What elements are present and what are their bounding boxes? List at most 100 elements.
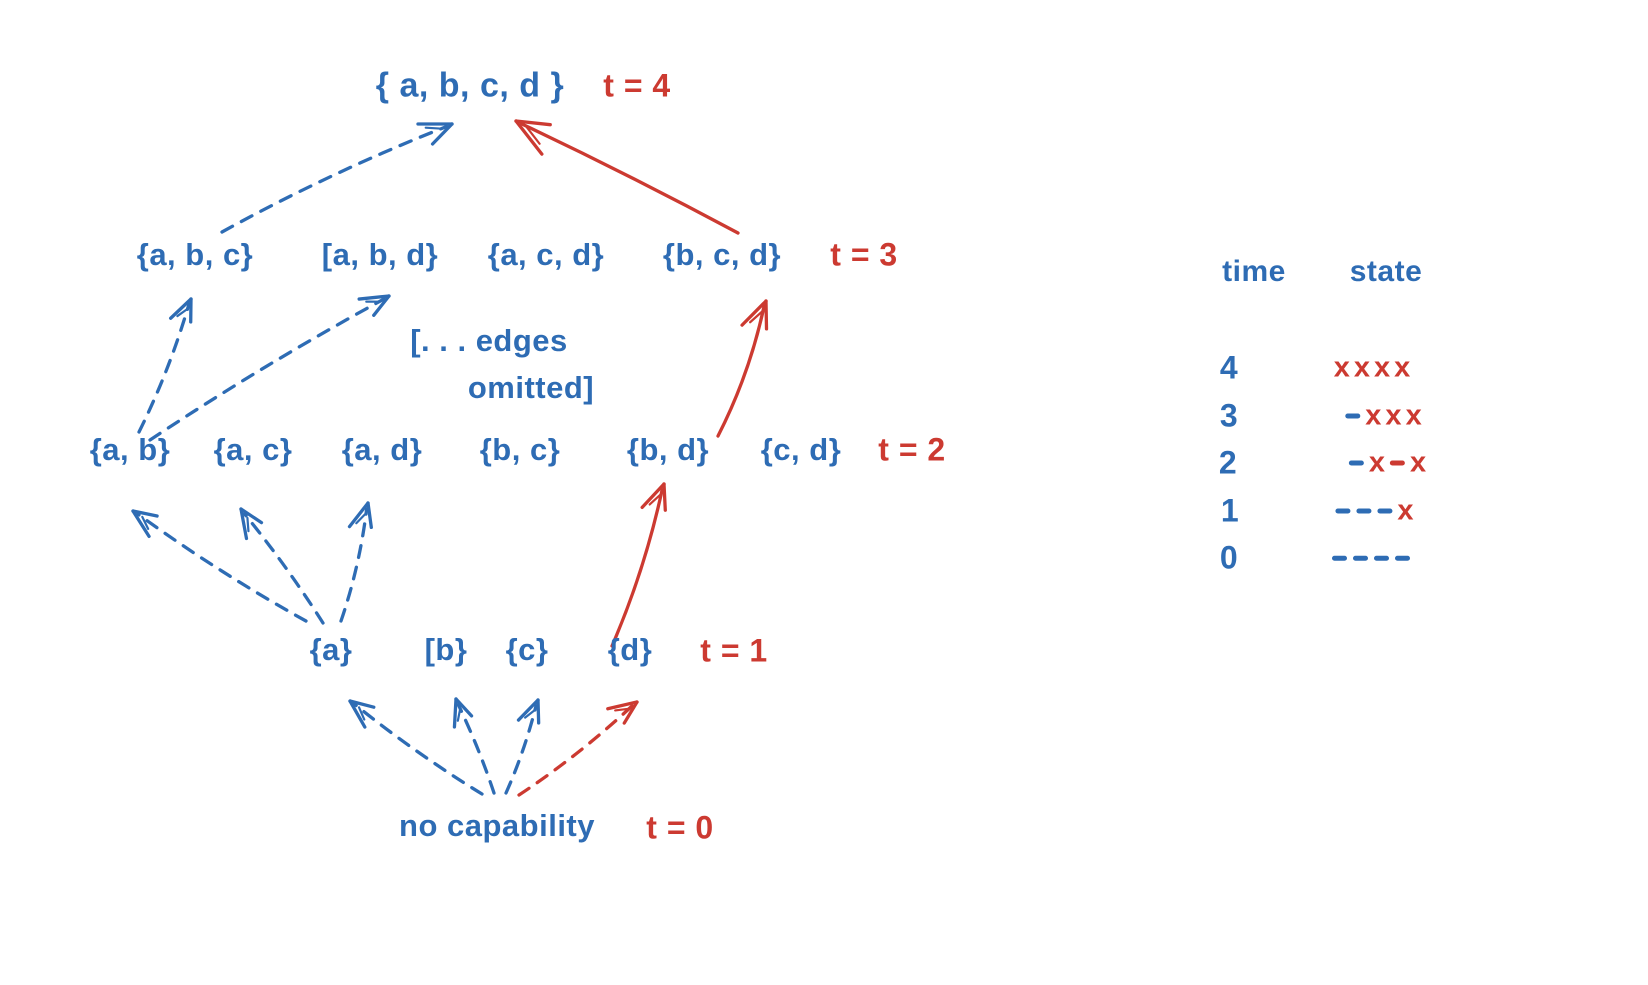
node-abd: [a, b, d} (321, 237, 439, 272)
state-x: x (1405, 399, 1422, 432)
edge-ab-abd (148, 297, 386, 442)
node-bc: {b, c} (479, 432, 561, 467)
edge-bcd-abcd (519, 122, 740, 235)
state-dash (1390, 460, 1405, 466)
edge-none-c-head (516, 698, 540, 722)
edge-d-bd-head-inner (648, 493, 662, 506)
legend-time-0: 0 (1219, 539, 1239, 576)
edge-bd-bcd-head (764, 299, 769, 331)
edge-bd-bcd-head (740, 299, 768, 327)
node-ab: {a, b} (89, 432, 171, 467)
edge-abc-abcd-head-inner (424, 126, 444, 130)
edge-none-b-head (454, 697, 474, 718)
state-x: x (1333, 351, 1350, 384)
node-acd: {a, c, d} (487, 237, 605, 272)
node-t2: t = 2 (878, 431, 946, 468)
edge-d-bd-head (640, 482, 666, 510)
edge-none-c-head (536, 698, 541, 725)
node-t3: t = 3 (830, 236, 898, 273)
node-abc: {a, b, c} (136, 237, 254, 272)
state-x: x (1410, 446, 1427, 479)
edge-a-ad-head (347, 501, 370, 529)
state-x: x (1353, 351, 1370, 384)
node-c: {c} (505, 632, 549, 667)
legend-time-2: 2 (1218, 444, 1238, 481)
node-cd: {c, d} (760, 432, 842, 467)
legend-header-time: time (1222, 255, 1286, 288)
state-dash (1335, 508, 1351, 514)
state-dash (1332, 555, 1347, 561)
edge-none-b (456, 702, 496, 795)
edge-ab-abc (137, 302, 191, 434)
node-t4: t = 4 (603, 67, 671, 104)
node-bd: {b, d} (626, 432, 710, 467)
edge-a-ad (339, 507, 369, 623)
edge-none-d-head-inner (614, 707, 630, 712)
state-x: x (1368, 446, 1385, 479)
legend-time-1: 1 (1220, 492, 1240, 529)
node-t0: t = 0 (646, 809, 714, 846)
state-dash (1377, 508, 1393, 514)
node-a: {a} (309, 632, 353, 667)
edge-a-ad-head-inner (355, 512, 367, 525)
state-x: x (1397, 494, 1414, 527)
legend-time-4: 4 (1219, 349, 1239, 386)
node-note1: [. . . edges (410, 323, 568, 358)
edge-a-ac-head-inner (246, 516, 250, 533)
edge-bd-bcd-head-inner (749, 310, 764, 324)
edge-none-a (353, 702, 484, 796)
node-b: [b} (424, 632, 468, 667)
node-d: {d} (607, 632, 653, 667)
edge-a-ab-head (131, 509, 151, 538)
legend-header-state: state (1349, 255, 1423, 288)
legend-state-t0 (1329, 555, 1413, 561)
edge-a-ac (242, 512, 325, 625)
edge-ab-abd-head (357, 294, 391, 301)
edge-a-ac-head (239, 507, 249, 541)
edge-none-b-head (452, 697, 458, 729)
legend-time-3: 3 (1219, 397, 1239, 434)
state-x: x (1394, 351, 1411, 384)
legend-state-t1: x (1332, 494, 1415, 527)
state-dash (1374, 555, 1389, 561)
edge-none-d-head (606, 700, 639, 711)
edge-none-a-head-inner (357, 706, 366, 721)
edge-abc-abcd (220, 124, 449, 234)
node-abcd: { a, b, c, d } (375, 66, 565, 105)
edge-none-c-head-inner (524, 709, 536, 719)
edge-ab-abc-head (169, 297, 193, 320)
node-none: no capability (399, 808, 595, 843)
state-dash (1395, 555, 1410, 561)
edge-bd-bcd (716, 305, 766, 438)
edge-ab-abd-head (372, 294, 391, 317)
state-dash (1348, 460, 1364, 466)
edge-d-bd-head (662, 482, 667, 512)
state-x: x (1385, 399, 1402, 432)
node-bcd: {b, c, d} (662, 237, 782, 272)
edge-bcd-abcd-head-inner (524, 124, 541, 145)
state-dash (1356, 508, 1372, 514)
edge-a-ac-head (239, 507, 264, 525)
node-ad: {a, d} (341, 432, 423, 467)
state-x: x (1374, 351, 1391, 384)
edge-a-ad-head (366, 501, 373, 530)
state-dash (1353, 555, 1368, 561)
node-t1: t = 1 (700, 632, 768, 669)
edge-a-ab-head (131, 509, 159, 518)
edge-none-a-head (348, 699, 376, 709)
edge-none-a-head (348, 699, 367, 729)
edge-none-b-head-inner (456, 708, 462, 722)
state-dash (1345, 413, 1361, 419)
edge-bcd-abcd-head (514, 119, 552, 127)
node-note2: omitted] (467, 370, 595, 405)
edge-none-d-head (622, 700, 639, 725)
edge-bcd-abcd-head (514, 119, 544, 156)
edge-d-bd (610, 488, 664, 648)
node-ac: {a, c} (213, 432, 293, 467)
edge-none-c (504, 704, 538, 795)
